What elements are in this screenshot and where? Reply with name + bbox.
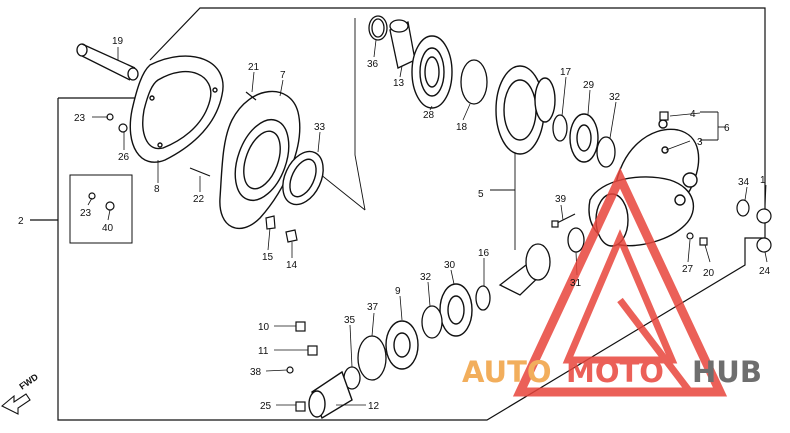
label-9: 9 (395, 286, 401, 297)
part-29-bearing (569, 113, 599, 163)
part-21-bolt (245, 91, 257, 101)
label-14: 14 (286, 260, 298, 271)
label-6: 6 (724, 123, 730, 134)
frame-lines (30, 7, 766, 421)
watermark-hub: HUB (692, 355, 762, 389)
label-2: 2 (18, 216, 24, 227)
watermark-moto: MOTO (566, 355, 664, 389)
label-33: 33 (314, 122, 326, 133)
part-37-ring (357, 335, 387, 381)
label-30: 30 (444, 260, 456, 271)
part-23-bolt-b (88, 192, 96, 200)
label-37: 37 (367, 302, 379, 313)
part-19-pin (76, 43, 139, 81)
label-5: 5 (478, 189, 484, 200)
part-39-bolt (551, 213, 576, 228)
label-23b: 23 (80, 208, 92, 219)
part-25-nut (295, 401, 306, 412)
part-28-bearing (411, 35, 453, 109)
label-22: 22 (193, 194, 205, 205)
part-27-washer (686, 232, 694, 240)
label-29: 29 (583, 80, 595, 91)
label-11: 11 (258, 346, 269, 357)
label-27: 27 (682, 264, 694, 275)
label-16: 16 (478, 248, 490, 259)
part-24-nut (756, 237, 772, 253)
small-fasteners (88, 91, 772, 412)
part-13-sleeve (389, 19, 416, 69)
watermark: AUTO MOTO HUB (462, 167, 762, 397)
part-32-seal-lower (421, 305, 443, 339)
label-23a: 23 (74, 113, 86, 124)
label-1: 1 (760, 175, 766, 186)
label-26: 26 (118, 152, 130, 163)
label-40: 40 (102, 223, 114, 234)
label-13: 13 (393, 78, 405, 89)
part-32-seal-top (596, 136, 616, 168)
part-8-shroud (129, 55, 224, 163)
label-32b: 32 (420, 272, 432, 283)
part-6-pinion (498, 243, 551, 296)
label-36: 36 (367, 59, 379, 70)
part-20-bolt (699, 237, 708, 246)
label-38: 38 (250, 367, 262, 378)
label-31: 31 (570, 278, 582, 289)
label-19: 19 (112, 36, 124, 47)
label-3: 3 (697, 137, 703, 148)
part-33-seal (282, 150, 324, 206)
part-14-clip (285, 229, 298, 243)
part-5-ring-gear (495, 65, 556, 155)
part-labels: 19 21 7 33 23 26 8 22 2 23 40 15 14 36 1… (18, 36, 771, 412)
label-24: 24 (759, 266, 771, 277)
part-22-bolt (189, 167, 211, 177)
label-28: 28 (423, 110, 435, 121)
label-10: 10 (258, 322, 270, 333)
fwd-label: FWD (17, 371, 40, 391)
label-4: 4 (690, 109, 696, 120)
label-20: 20 (703, 268, 715, 279)
part-16-ring (475, 285, 491, 311)
part-11-nut (307, 345, 318, 356)
watermark-auto: AUTO (462, 355, 552, 389)
watermark-triangle-icon (512, 167, 728, 397)
label-17: 17 (560, 67, 572, 78)
label-39: 39 (555, 194, 567, 205)
part-30-bearing (439, 283, 473, 337)
label-35: 35 (344, 315, 356, 326)
part-10-nut (295, 321, 306, 332)
fwd-indicator: FWD (1, 371, 40, 415)
part-40-washer (105, 201, 115, 211)
part-15-clip (265, 215, 276, 230)
label-15: 15 (262, 252, 274, 263)
label-32a: 32 (609, 92, 621, 103)
label-8: 8 (154, 184, 160, 195)
part-1-nut (756, 208, 772, 224)
label-21: 21 (248, 62, 260, 73)
part-9-gear (385, 320, 419, 370)
fwd-arrow-icon (1, 393, 31, 415)
part-34-ring (736, 199, 750, 217)
part-12-sleeve (308, 370, 353, 420)
label-12: 12 (368, 401, 380, 412)
part-7-cover (219, 90, 301, 229)
part-18-clip (460, 59, 488, 105)
label-25: 25 (260, 401, 272, 412)
inset-box (69, 174, 133, 244)
label-18: 18 (456, 122, 468, 133)
part-31-collar (567, 227, 585, 253)
part-36-ring (368, 15, 388, 41)
label-7: 7 (280, 70, 286, 81)
part-17-washer (552, 114, 568, 142)
part-26-washer (118, 123, 128, 133)
label-34: 34 (738, 177, 750, 188)
part-4-plug (659, 111, 669, 121)
part-38-bolt (286, 366, 294, 374)
